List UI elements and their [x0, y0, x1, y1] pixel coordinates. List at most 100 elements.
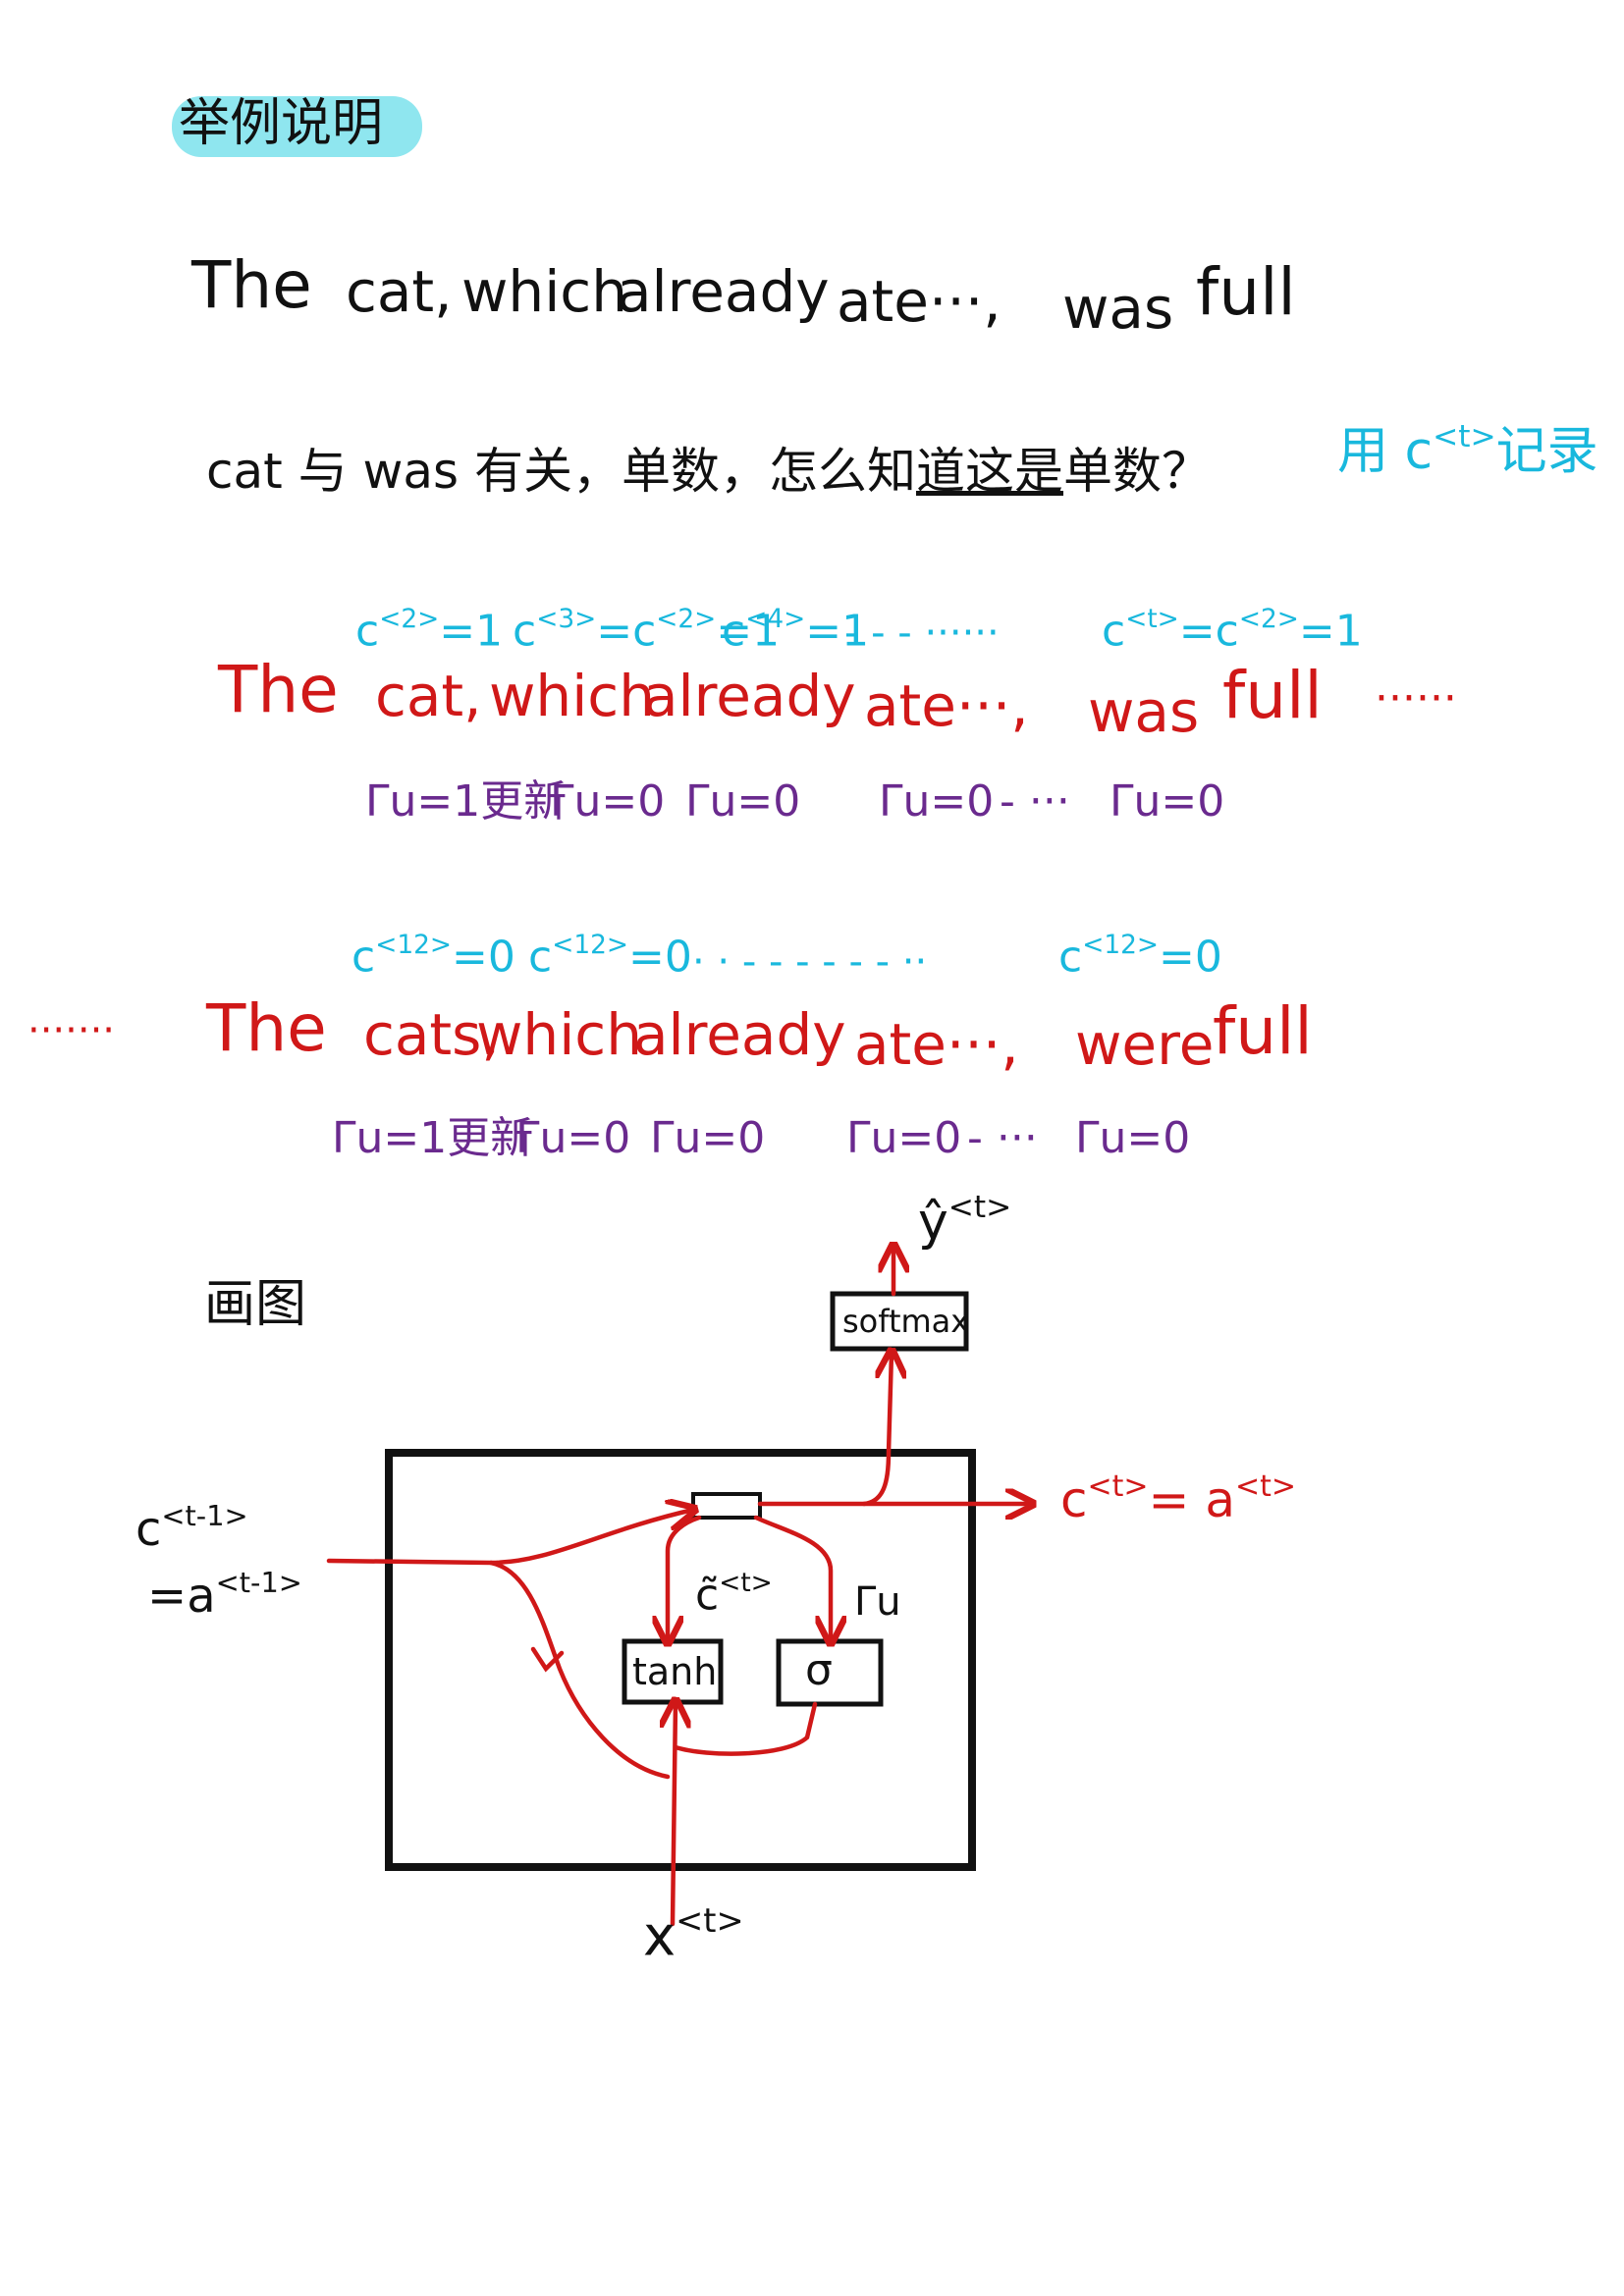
cell-box: [385, 1449, 976, 1871]
ex2-cell-value-2: c<12>=0: [528, 930, 692, 983]
sentence1-was: was: [1062, 275, 1174, 342]
ex1-cell-sup: <2>: [379, 604, 440, 634]
question-text-b: 单数？: [1063, 443, 1211, 500]
ctilde-sup: <t>: [719, 1568, 773, 1598]
ex1-cell-rest: =1: [439, 606, 504, 657]
ex2-gate-1: Γu=1更新: [332, 1117, 533, 1160]
ex1-word-the: The: [218, 652, 339, 727]
ex1-word-already: already: [643, 663, 856, 729]
ex2-cell-value-1: c<12>=0: [352, 930, 515, 983]
gamma-label: Γu: [854, 1579, 901, 1625]
branch-arrow: [530, 1646, 565, 1673]
ex1-gate-3: Γu=0: [685, 776, 801, 827]
input-c-base: c: [135, 1502, 162, 1558]
gamma-line: [753, 1515, 831, 1641]
output-a-base: = a: [1148, 1471, 1235, 1528]
ex2-dots-top: · · - - - - - - ··: [692, 939, 928, 985]
ex1-word-which: which: [489, 663, 655, 729]
question-blue-b: 记录: [1495, 421, 1598, 481]
ex2-cell-base: c: [352, 932, 376, 983]
ex2-gate-dots: - ···: [967, 1113, 1038, 1163]
ex1-gate-4: Γu=0: [879, 776, 995, 827]
input-a-label: =a<t-1>: [147, 1569, 302, 1621]
ex1-gate-2: Γu=0: [550, 776, 666, 827]
question-text-a: cat 与 was 有关，单数，怎么知: [206, 443, 916, 500]
heading-highlight: [172, 96, 422, 157]
ex1-cell-rest: =c: [596, 606, 657, 657]
ex1-cell-sup: <3>: [536, 604, 597, 634]
output-label: c<t>= a<t>: [1060, 1469, 1297, 1525]
ex1-cell-rest2: =1: [716, 606, 781, 657]
ex1-cell-value-3: c<4>=1: [722, 604, 870, 657]
ex1-cell-value-4: c<t>=c<2>=1: [1102, 604, 1363, 657]
sigma-label: σ: [805, 1645, 833, 1695]
ex2-cell-base: c: [1058, 932, 1083, 983]
ex2-word-cats: cats,: [363, 1001, 500, 1068]
ex2-cell-sup: <12>: [375, 930, 453, 960]
input-a-base: =a: [147, 1569, 216, 1625]
sentence1-which: which: [461, 258, 627, 325]
x-base: x: [643, 1904, 677, 1969]
ex1-cell-sup2: <2>: [656, 604, 717, 634]
question-text-underlined: 道这是: [916, 443, 1063, 500]
heading-title: 举例说明: [179, 94, 384, 153]
yhat-label: ŷ<t>: [918, 1190, 1012, 1247]
x-sup: <t>: [676, 1901, 744, 1940]
ex1-gate-text: Γu=1: [365, 776, 481, 827]
ex2-word-the: The: [206, 990, 327, 1066]
ex1-cell-sup: <t>: [1125, 604, 1179, 634]
sentence1-cat: cat,: [346, 258, 453, 325]
ex1-cell-base: c: [355, 606, 380, 657]
input-c-label: c<t-1>: [135, 1499, 248, 1554]
ex2-cell-base: c: [528, 932, 553, 983]
update-gate-box: [691, 1492, 762, 1520]
output-c-sup: <t>: [1087, 1469, 1149, 1504]
sentence1-the: The: [191, 247, 312, 323]
softmax-label: softmax: [842, 1303, 970, 1340]
ex2-word-full: full: [1213, 993, 1313, 1069]
ex1-cell-rest2: =1: [1298, 606, 1363, 657]
ex2-gate-3: Γu=0: [650, 1113, 766, 1163]
ex2-cell-value-3: c<12>=0: [1058, 930, 1222, 983]
ex1-cell-value-1: c<2>=1: [355, 604, 504, 657]
ex1-gate-dots: - ···: [1000, 776, 1070, 827]
yhat-sup: <t>: [947, 1190, 1012, 1225]
ex2-gate-note: 更新: [447, 1113, 534, 1163]
ex1-cell-sup2: <2>: [1238, 604, 1299, 634]
ex1-cell-value-2: c<3>=c<2>=1: [513, 604, 781, 657]
ex2-gate-5: Γu=0: [1075, 1113, 1191, 1163]
ctilde-base: c̃: [695, 1570, 720, 1621]
sentence1-ate: ate···,: [837, 268, 1001, 335]
to-softmax-line: [861, 1353, 892, 1507]
ex2-word-lead: ·······: [27, 1008, 116, 1053]
output-c-base: c: [1060, 1471, 1088, 1528]
diagram-heading: 画图: [204, 1275, 307, 1334]
x-label: x<t>: [643, 1904, 744, 1965]
ctilde-label: c̃<t>: [695, 1568, 773, 1621]
ex1-dots-top: - - - ······: [844, 611, 1000, 656]
ex2-word-which: which: [476, 1001, 642, 1068]
ex2-cell-sup: <12>: [1082, 930, 1160, 960]
output-a-sup: <t>: [1234, 1469, 1297, 1504]
question-blue-note: 用 c<t>记录: [1337, 419, 1598, 476]
ex1-word-trail: ······: [1375, 673, 1457, 723]
ex1-word-ate: ate···,: [864, 672, 1029, 739]
ex1-cell-sup: <4>: [745, 604, 806, 634]
ctilde-line: [668, 1515, 702, 1641]
ex1-cell-base: c: [1102, 606, 1126, 657]
ex1-cell-base: c: [513, 606, 537, 657]
question-blue-sup: <t>: [1433, 419, 1496, 454]
ex1-gate-1: Γu=1更新: [365, 780, 567, 824]
yhat-base: ŷ: [918, 1192, 948, 1252]
input-c-sup: <t-1>: [161, 1499, 248, 1532]
ex2-cell-rest: =0: [1159, 932, 1222, 983]
ex2-cell-sup: <12>: [552, 930, 629, 960]
ex2-cell-rest: =0: [452, 932, 515, 983]
question-blue-a: 用 c: [1337, 421, 1434, 481]
question-line: cat 与 was 有关，单数，怎么知道这是单数？: [206, 447, 1211, 496]
sentence1-full: full: [1196, 254, 1296, 330]
ex1-cell-rest: =1: [805, 606, 870, 657]
x-to-sigma-line: [673, 1701, 818, 1756]
ex2-gate-2: Γu=0: [515, 1113, 631, 1163]
